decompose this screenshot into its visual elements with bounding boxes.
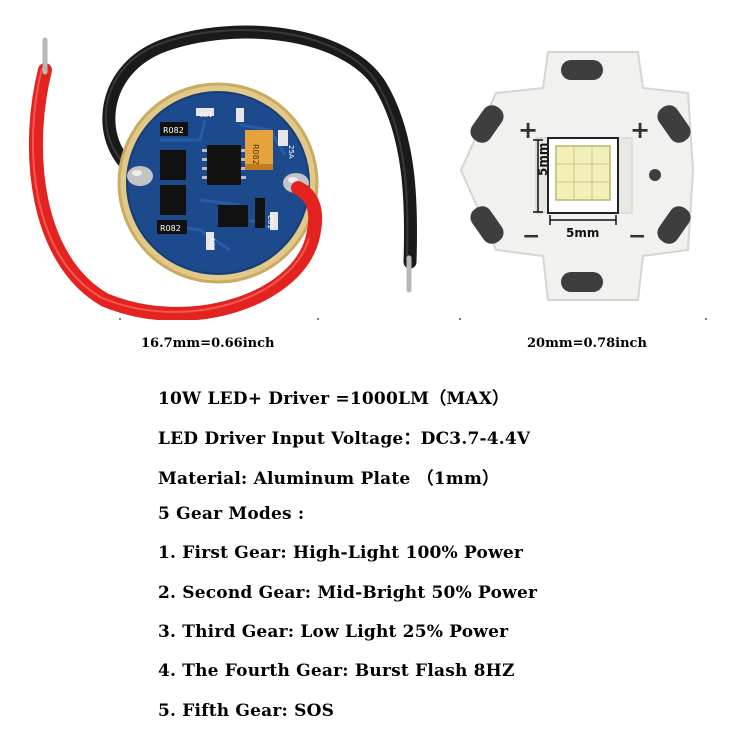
plus-mark-left: + [518, 116, 538, 144]
minus-mark-right: − [628, 224, 646, 249]
minus-mark-left: − [522, 224, 540, 249]
capacitor [245, 130, 273, 170]
ic-chip-4 [218, 205, 248, 227]
spec-line-mode-4: 4. The Fourth Gear: Burst Flash 8HZ [158, 661, 515, 681]
plus-mark-right: + [630, 116, 650, 144]
black-wire [102, 25, 418, 269]
resistor-1 [160, 122, 188, 136]
red-wire [28, 63, 323, 320]
led-dimension-label: 20mm=0.78inch [527, 336, 647, 351]
spec-line-material: Material: Aluminum Plate （1mm） [158, 469, 500, 489]
spec-line-power: 10W LED+ Driver =1000LM（MAX） [158, 389, 510, 409]
spec-line-modes-heading: 5 Gear Modes : [158, 504, 305, 524]
spec-line-mode-3: 3. Third Gear: Low Light 25% Power [158, 622, 509, 642]
spec-line-mode-1: 1. First Gear: High-Light 100% Power [158, 543, 524, 563]
silk-r082-3: R082 [251, 144, 260, 165]
led-emitter [555, 145, 611, 201]
spec-line-mode-2: 2. Second Gear: Mid-Bright 50% Power [158, 583, 538, 603]
driver-board-photo: R082 R082 R082 C01 ED1 ED1 25A 5mm 5mm [28, 25, 707, 320]
ic-chip-3 [207, 145, 241, 185]
silk-r082-1: R082 [163, 126, 184, 135]
ic-chip-1 [160, 150, 186, 180]
silk-c01: C01 [266, 215, 274, 229]
silk-r082-2: R082 [160, 224, 181, 233]
driver-dimension-label: 16.7mm=0.66inch [141, 336, 275, 351]
resistor-2 [157, 220, 187, 234]
silk-ed2: ED1 [210, 238, 217, 250]
silk-ed1: ED1 [200, 112, 212, 119]
ic-chip-2 [160, 185, 186, 215]
led-dim-horizontal: 5mm [566, 226, 599, 240]
led-dim-bracket [459, 318, 707, 320]
silk-tag: 25A [287, 145, 295, 159]
spec-line-voltage: LED Driver Input Voltage：DC3.7-4.4V [158, 429, 531, 449]
solder-left [127, 166, 153, 186]
led-dim-vertical: 5mm [536, 143, 550, 176]
spec-line-mode-5: 5. Fifth Gear: SOS [158, 701, 335, 721]
